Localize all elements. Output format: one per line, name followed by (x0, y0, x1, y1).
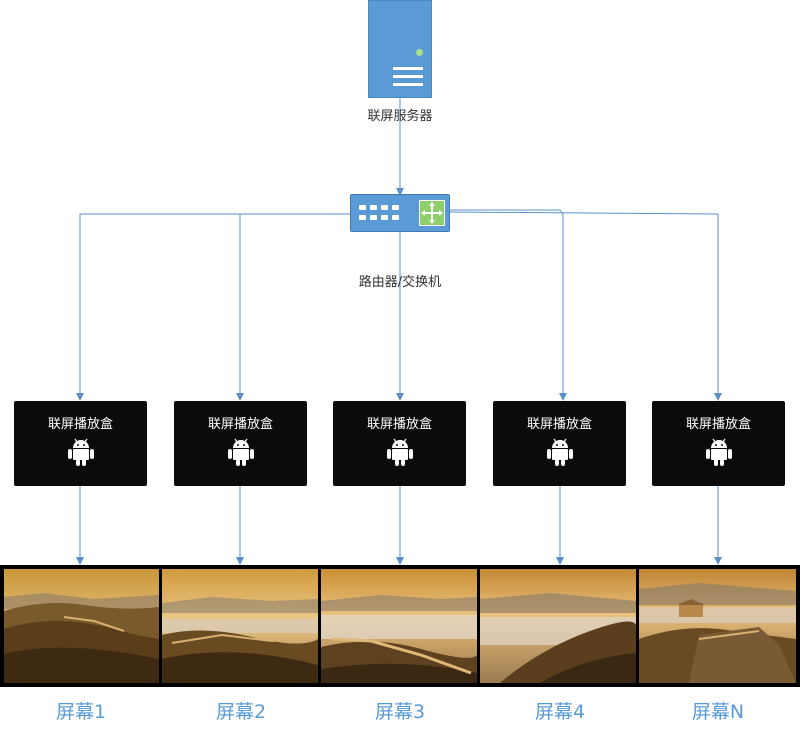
link-router-box1 (76, 213, 350, 401)
player-box-3: 联屏播放盒 (333, 401, 466, 486)
player-box-label: 联屏播放盒 (207, 417, 273, 432)
android-icon (68, 438, 94, 466)
player-box-label: 联屏播放盒 (526, 417, 592, 432)
android-icon (547, 438, 573, 466)
screen-1 (4, 569, 159, 683)
android-icon (706, 438, 732, 466)
screen-label-5: 屏幕N (691, 701, 745, 723)
server-icon (368, 0, 432, 98)
screen-3 (321, 569, 477, 683)
screen-label-1: 屏幕1 (55, 701, 107, 723)
player-box-label: 联屏播放盒 (47, 417, 113, 432)
player-box-5: 联屏播放盒 (652, 401, 785, 486)
screen-2 (162, 569, 318, 683)
link-router-box2 (236, 213, 350, 401)
server-led-icon (416, 49, 423, 56)
android-icon (228, 438, 254, 466)
player-box-4: 联屏播放盒 (493, 401, 626, 486)
video-wall (0, 565, 800, 687)
link-router-box4 (450, 209, 567, 401)
player-box-label: 联屏播放盒 (366, 417, 432, 432)
android-icon (387, 438, 413, 466)
router-switch-icon (350, 194, 450, 232)
player-box-1: 联屏播放盒 (14, 401, 147, 486)
switch-arrows-icon (419, 200, 445, 226)
screen-4 (480, 569, 636, 683)
player-box-2: 联屏播放盒 (174, 401, 307, 486)
link-router-box5 (449, 211, 722, 401)
player-box-label: 联屏播放盒 (685, 417, 751, 432)
router-label: 路由器/交换机 (358, 275, 442, 290)
server-label: 联屏服务器 (367, 109, 433, 124)
screen-label-4: 屏幕4 (534, 701, 586, 723)
screen-label-2: 屏幕2 (215, 701, 267, 723)
screen-label-3: 屏幕3 (374, 701, 426, 723)
screen-5 (639, 569, 796, 683)
